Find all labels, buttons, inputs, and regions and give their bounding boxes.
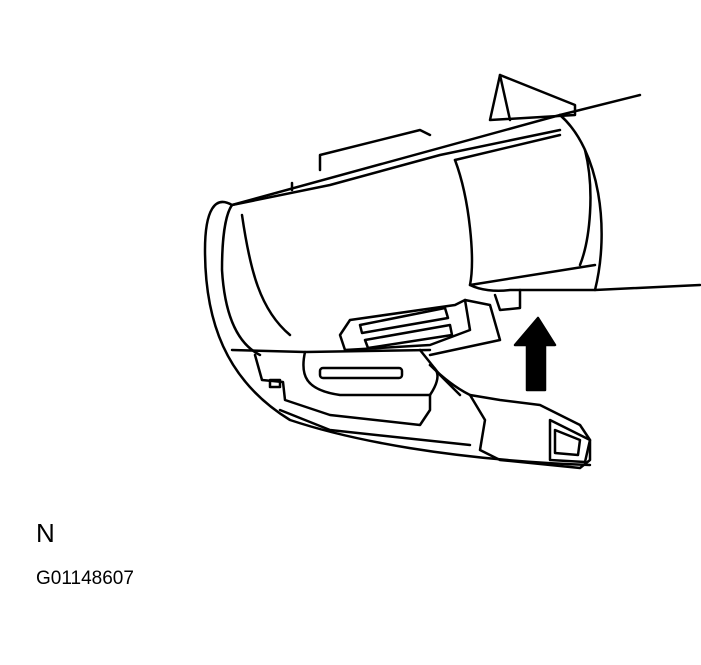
lower-shroud (203, 200, 592, 467)
air-duct-nozzle (428, 363, 592, 470)
connector (338, 298, 502, 397)
upward-arrow-icon (513, 316, 557, 392)
steering-column (230, 73, 701, 312)
clip-marker-icon (268, 378, 282, 389)
view-label: N (36, 518, 55, 548)
figure-code: G01148607 (36, 568, 134, 589)
